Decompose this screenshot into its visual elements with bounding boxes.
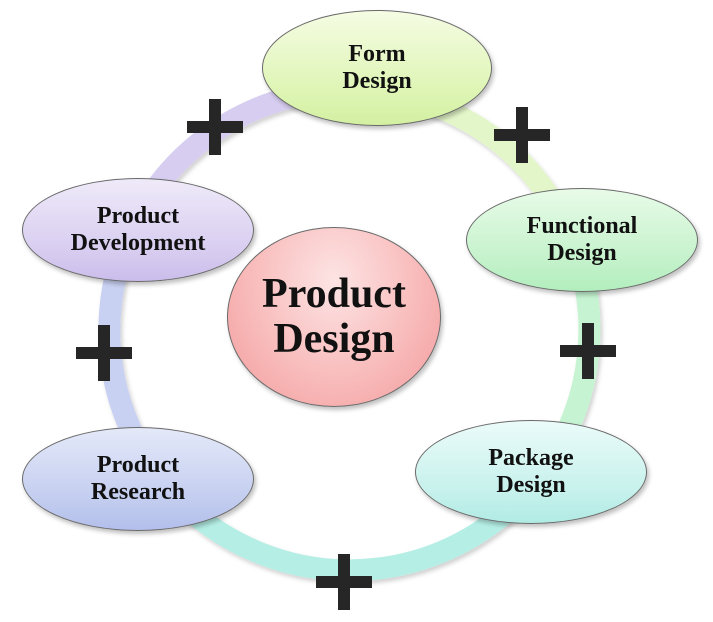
node-label-line2: Research: [90, 479, 186, 505]
plus-icon: [76, 325, 132, 381]
center-node-label-line2: Design: [273, 316, 395, 362]
node-label-line1: Package: [488, 445, 574, 472]
node-label-line2: Development: [70, 230, 206, 256]
node-label-line1: Product: [96, 452, 180, 479]
center-node-label-line1: Product: [262, 270, 406, 317]
node-form-design: Form Design: [262, 10, 492, 126]
node-label-line1: Functional: [526, 213, 638, 240]
plus-icon: [187, 99, 243, 155]
plus-icon: [316, 554, 372, 610]
node-functional-design: Functional Design: [466, 188, 698, 292]
node-product-research: Product Research: [22, 427, 254, 531]
node-label-line2: Design: [342, 68, 412, 94]
center-node-product-design: Product Design: [227, 227, 441, 407]
node-label-line2: Design: [547, 240, 617, 266]
plus-icon: [494, 107, 550, 163]
node-label-line1: Form: [348, 41, 406, 68]
node-label-line1: Product: [96, 203, 180, 230]
node-label-line2: Design: [496, 472, 566, 498]
node-package-design: Package Design: [415, 420, 647, 524]
plus-icon: [560, 323, 616, 379]
node-product-development: Product Development: [22, 178, 254, 282]
